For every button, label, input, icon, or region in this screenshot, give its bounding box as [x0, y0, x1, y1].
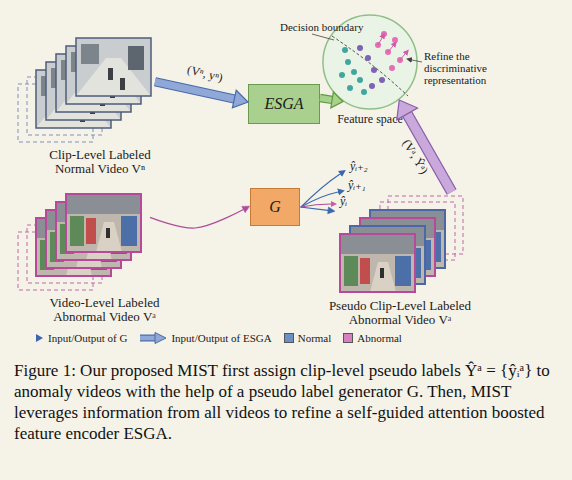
node-caption: Video-Level Labeled Abnormal Video Vᵃ [37, 296, 172, 324]
fan-arrow [301, 204, 331, 207]
legend-label: Input/Output of ESGA [171, 332, 271, 344]
video-stack: Pseudo Clip-Level Labeled Abnormal Video… [335, 192, 465, 296]
arrow-outline [320, 98, 332, 100]
video-frame [340, 234, 415, 292]
video-frame [66, 46, 141, 104]
abnormal-video-stack [18, 194, 141, 290]
callout-label: Decision boundary [280, 21, 363, 33]
arrow-shaft [300, 207, 328, 210]
flow-arrow [320, 98, 332, 100]
clip-outline [380, 202, 455, 260]
encoder-box: ESGA [248, 84, 320, 124]
frame-border [46, 210, 121, 268]
callout-label: Refine the discriminative representation [424, 50, 520, 86]
arrow-shaft [320, 98, 332, 100]
video-frame [36, 218, 111, 276]
clip-outline [388, 196, 463, 254]
fan-arrow [301, 192, 338, 207]
flow-arrow [300, 207, 328, 210]
legend-label: Input/Output of G [48, 332, 127, 344]
frame-border [66, 46, 141, 104]
frame-border [56, 54, 131, 112]
arrow-sample [36, 334, 43, 342]
normal-video-stack [18, 38, 151, 142]
legend-item: Normal [284, 332, 332, 344]
legend-item: Abnormal [343, 332, 402, 344]
node-caption: Clip-Level Labeled Normal Video Vⁿ [38, 148, 163, 176]
video-stack: Clip-Level Labeled Normal Video Vⁿ [15, 30, 155, 145]
legend: Input/Output of G Input/Output of ESGA Nor… [34, 332, 402, 344]
clip-outline [27, 77, 102, 135]
legend-item: Input/Output of ESGA [139, 332, 271, 344]
node-caption: Pseudo Clip-Level Labeled Abnormal Video… [313, 299, 488, 327]
clip-outline [18, 232, 93, 290]
arrow-shaft [150, 209, 243, 228]
box-label: G [269, 198, 281, 216]
video-frame [350, 226, 425, 284]
arrow-outline [155, 82, 234, 99]
edge-label: (Vᵃ, Ŷᵃ) [399, 137, 431, 177]
generator-box: G [250, 188, 300, 226]
video-frame [360, 218, 435, 276]
legend-label: Abnormal [357, 332, 402, 344]
video-stack: Video-Level Labeled Abnormal Video Vᵃ [15, 185, 150, 293]
edge-label: (Vⁿ, yⁿ) [186, 62, 225, 85]
box-label: ESGA [264, 95, 303, 113]
arrow-shaft [155, 82, 234, 99]
legend-sample [139, 332, 167, 344]
video-frame [36, 70, 111, 128]
arrow-sample [140, 336, 156, 341]
flow-arrow [150, 209, 243, 228]
frame-border [36, 218, 111, 276]
frame-border [360, 218, 435, 276]
clip-outline [27, 225, 102, 283]
pseudo-label: ŷᵢ₊₁ [348, 179, 366, 191]
legend-label: Normal [298, 332, 332, 344]
video-frame [76, 38, 151, 96]
fan-arrow [301, 174, 340, 207]
video-frame [46, 210, 121, 268]
frame-border [56, 202, 131, 260]
legend-swatch [284, 333, 294, 343]
video-frame [370, 210, 445, 268]
video-frame [56, 54, 131, 112]
frame-border [36, 70, 111, 128]
node-caption: Feature space [337, 112, 403, 127]
pseudo-label: ŷᵢ [340, 195, 347, 207]
legend-item: Input/Output of G [34, 332, 127, 344]
clip-outline [18, 84, 93, 142]
legend-swatch [343, 333, 353, 343]
pseudo-video-stack [340, 196, 463, 292]
frame-border [46, 62, 121, 120]
frame-border [370, 210, 445, 268]
video-frame [66, 194, 141, 252]
video-frame [56, 202, 131, 260]
figure-caption: Figure 1: Our proposed MIST first assign… [14, 360, 558, 444]
frame-border [350, 226, 425, 284]
pseudo-label: ŷᵢ₊₂ [350, 160, 368, 172]
frame-border [340, 234, 415, 292]
frame-border [66, 194, 141, 252]
video-frame [46, 62, 121, 120]
frame-border [76, 38, 151, 96]
arrow-sample [155, 333, 166, 344]
pseudo-label-fan [301, 174, 340, 207]
arrow-sample [140, 335, 156, 342]
legend-sample [34, 332, 44, 344]
flow-arrow [155, 82, 234, 99]
